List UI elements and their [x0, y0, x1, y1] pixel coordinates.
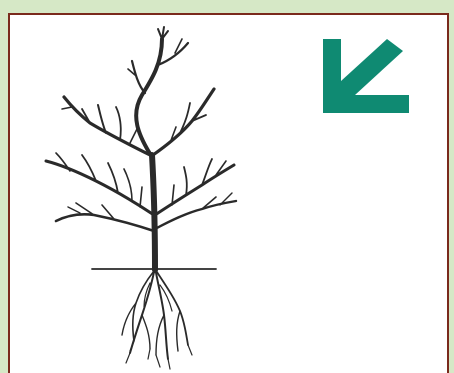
- arrow-down-left-icon: [323, 37, 413, 113]
- illustration-panel: [8, 13, 449, 373]
- bare-root-tree-icon: [10, 15, 310, 373]
